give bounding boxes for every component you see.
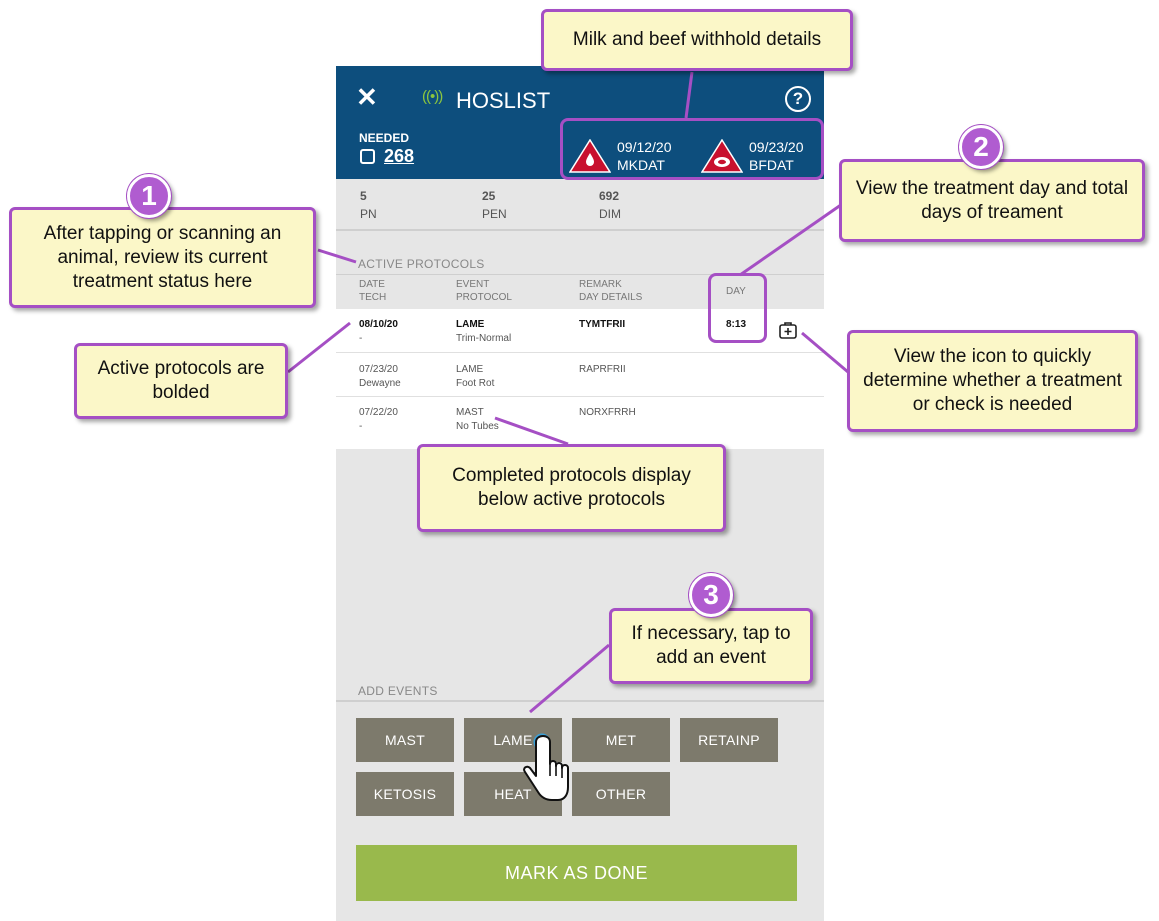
app-screen: ✕ ((•)) HOSLIST ? NEEDED 268 09/12/20 MK… [336,66,824,921]
animal-stats: 5 PN 25 PEN 692 DIM [336,179,824,231]
row-day: 8:13 [726,319,747,330]
table-row[interactable]: 07/22/20 - MAST No Tubes NORXFRRH [336,397,824,445]
mark-as-done-button[interactable]: MARK AS DONE [356,845,797,901]
row-protocol: Trim-Normal [456,333,512,344]
step-badge-3: 3 [689,573,733,617]
event-button-heat[interactable]: HEAT [464,772,562,816]
day-highlight [708,273,767,343]
stat-pn-label: PN [360,207,377,221]
row-event: LAME [456,319,485,330]
row-remark: RAPRFRII [579,364,626,375]
row-tech: Dewayne [359,378,401,389]
rfid-signal-icon: ((•)) [422,88,443,105]
event-button-other[interactable]: OTHER [572,772,670,816]
row-remark: TYMTFRII [579,319,626,330]
stat-pn-value: 5 [360,189,367,203]
milk-withhold-code: MKDAT [617,157,665,173]
milk-drop-icon [569,139,611,173]
withhold-highlight [560,118,824,180]
stat-dim-label: DIM [599,207,621,221]
needed-label: NEEDED [359,131,410,145]
page-title: HOSLIST [456,88,551,113]
needed-checkbox[interactable] [360,149,375,164]
active-protocols-heading: ACTIVE PROTOCOLS [358,257,485,271]
row-event: MAST [456,407,484,418]
callout-treatment-status: After tapping or scanning an animal, rev… [9,207,316,308]
beef-withhold-code: BFDAT [749,157,794,173]
medical-kit-icon[interactable] [778,320,798,340]
callout-treatment-day: View the treatment day and total days of… [839,159,1145,242]
tap-hand-icon [523,733,569,801]
row-tech: - [359,333,363,344]
callout-completed: Completed protocols display below active… [417,444,726,532]
row-event: LAME [456,364,484,375]
event-button-ketosis[interactable]: KETOSIS [356,772,454,816]
row-remark: NORXFRRH [579,407,636,418]
milk-withhold-date: 09/12/20 [617,139,672,155]
callout-withhold: Milk and beef withhold details [541,9,853,71]
event-button-retainp[interactable]: RETAINP [680,718,778,762]
close-icon[interactable]: ✕ [356,82,378,112]
event-button-met[interactable]: MET [572,718,670,762]
help-icon[interactable]: ? [785,86,811,112]
callout-bolded: Active protocols are bolded [74,343,288,419]
row-protocol: No Tubes [456,421,499,432]
col-day: DAY [726,286,746,297]
row-date: 08/10/20 [359,319,398,330]
table-row[interactable]: 08/10/20 - LAME Trim-Normal TYMTFRII 8:1… [336,309,824,353]
stat-dim-value: 692 [599,189,620,203]
beef-withhold-date: 09/23/20 [749,139,804,155]
event-button-mast[interactable]: MAST [356,718,454,762]
row-date: 07/23/20 [359,364,398,375]
protocol-list: 08/10/20 - LAME Trim-Normal TYMTFRII 8:1… [336,309,824,449]
stat-pen-label: PEN [482,207,507,221]
row-date: 07/22/20 [359,407,398,418]
callout-icon: View the icon to quickly determine wheth… [847,330,1138,432]
row-tech: - [359,421,363,432]
step-badge-2: 2 [959,125,1003,169]
row-protocol: Foot Rot [456,378,495,389]
table-row[interactable]: 07/23/20 Dewayne LAME Foot Rot RAPRFRII [336,353,824,397]
header-bar: ✕ ((•)) HOSLIST ? NEEDED 268 09/12/20 MK… [336,66,824,179]
beef-steak-icon [701,139,743,173]
stat-pen-value: 25 [482,189,496,203]
callout-add-event: If necessary, tap to add an event [609,608,813,684]
step-badge-1: 1 [127,174,171,218]
add-events-heading: ADD EVENTS [358,684,438,698]
needed-count-link[interactable]: 268 [384,146,415,166]
